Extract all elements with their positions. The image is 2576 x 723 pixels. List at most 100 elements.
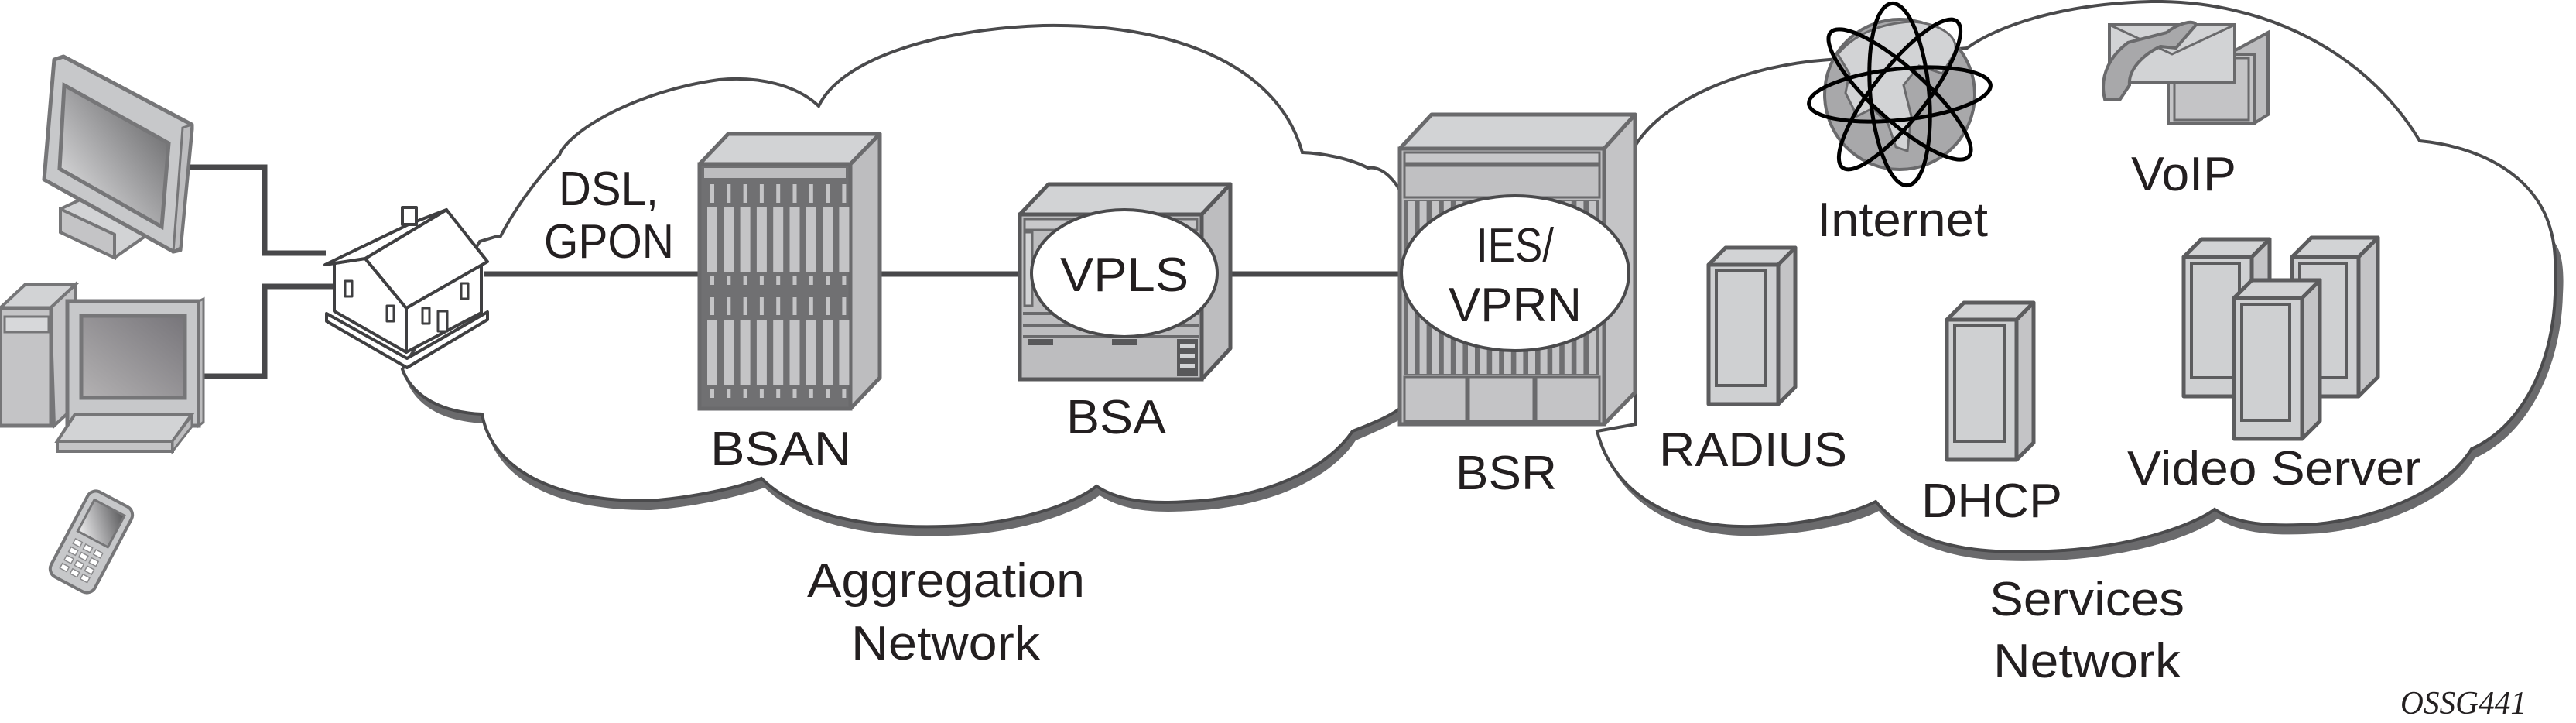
server-panel bbox=[2240, 303, 2291, 422]
server-panel bbox=[1715, 269, 1767, 387]
bsan-slot bbox=[792, 184, 797, 203]
bsan-slot bbox=[727, 297, 731, 315]
house-icon bbox=[323, 206, 489, 369]
pc-monitor-screen bbox=[79, 314, 187, 400]
link-monitor-house bbox=[190, 164, 326, 256]
bsan-slot bbox=[707, 320, 717, 385]
bsan-slot bbox=[776, 389, 781, 398]
bsan-slot bbox=[773, 320, 784, 385]
voip-handset bbox=[2102, 20, 2198, 101]
bsan-slot bbox=[776, 276, 781, 285]
bsan-slot bbox=[826, 389, 830, 398]
radius-label: RADIUS bbox=[1659, 423, 1847, 477]
aggregation-network-cloud bbox=[400, 23, 1404, 536]
bsan-slot bbox=[756, 320, 767, 385]
bsan-slot bbox=[809, 389, 813, 398]
bsan-slot bbox=[710, 389, 714, 398]
bsan-slot bbox=[789, 207, 800, 272]
bsan-slot bbox=[839, 207, 850, 272]
globe-orbit-vertical bbox=[1867, 1, 1932, 188]
services-network-label-line1: Services bbox=[1989, 573, 2184, 626]
bsan-slot bbox=[776, 184, 781, 203]
globe-continents bbox=[1836, 20, 1957, 153]
globe-icon bbox=[1807, 1, 1993, 188]
globe-orbit-diag1 bbox=[1836, 17, 1963, 172]
vpls-service-ellipse bbox=[1030, 208, 1219, 338]
bsan-slot bbox=[740, 207, 751, 272]
house-chimney bbox=[401, 206, 418, 226]
figure-id-label: OSSG441 bbox=[2400, 686, 2526, 721]
link-pc-house bbox=[204, 283, 335, 379]
bsan-slot bbox=[806, 320, 816, 385]
bsan-slot bbox=[792, 389, 797, 398]
services-network-label-line2: Network bbox=[1993, 635, 2181, 688]
bsr-top bbox=[1397, 112, 1637, 151]
mobile-phone-icon bbox=[48, 489, 135, 595]
monitor-icon bbox=[42, 54, 194, 261]
radius-server-icon bbox=[1706, 245, 1798, 406]
access-technology-label-line1: DSL, bbox=[559, 163, 659, 216]
bsan-slot bbox=[809, 297, 813, 315]
dhcp-server-icon bbox=[1945, 300, 2036, 462]
bsan-slot bbox=[776, 297, 781, 315]
ies-label: IES/ bbox=[1476, 219, 1555, 272]
bsan-slot bbox=[809, 184, 813, 203]
bsan-slot bbox=[756, 207, 767, 272]
globe-orbit-diag2 bbox=[1826, 27, 1973, 162]
bsan-slots bbox=[707, 184, 850, 398]
vpls-label: VPLS bbox=[1060, 248, 1189, 302]
ies-vprn-service-ellipse bbox=[1400, 194, 1630, 352]
aggregation-network-label-line2: Network bbox=[851, 617, 1041, 670]
bsan-slot bbox=[743, 276, 747, 285]
bsan-slot bbox=[806, 207, 816, 272]
access-technology-label-line2: GPON bbox=[544, 215, 674, 269]
bsa-label: BSA bbox=[1066, 391, 1167, 444]
bsan-slot bbox=[759, 389, 764, 398]
house-door bbox=[436, 310, 449, 333]
bsan-slot bbox=[842, 184, 847, 203]
bsan-slot bbox=[724, 320, 734, 385]
bsan-slot bbox=[710, 184, 714, 203]
server-side bbox=[2014, 300, 2036, 462]
bsan-slot bbox=[792, 297, 797, 315]
bsan-slot bbox=[743, 389, 747, 398]
globe-orbit-horizontal bbox=[1807, 65, 1993, 124]
connections bbox=[190, 164, 1401, 379]
bsan-slot bbox=[842, 297, 847, 315]
bsan-slot bbox=[727, 276, 731, 285]
bsan-slot bbox=[740, 320, 751, 385]
desktop-computer-icon bbox=[0, 281, 205, 455]
bsa-device-icon: VPLS bbox=[1018, 182, 1233, 382]
server-panel bbox=[1953, 324, 2006, 443]
pc-keyboard bbox=[54, 413, 195, 443]
bsan-slot bbox=[823, 320, 833, 385]
bsan-slot bbox=[759, 184, 764, 203]
pc-drive-bay bbox=[3, 315, 50, 334]
bsan-label: BSAN bbox=[710, 423, 851, 476]
bsan-slot bbox=[743, 297, 747, 315]
bsan-device-icon bbox=[697, 132, 882, 411]
bsan-slot bbox=[759, 297, 764, 315]
server-side bbox=[2356, 235, 2380, 399]
house-base bbox=[325, 310, 489, 369]
internet-label: Internet bbox=[1817, 194, 1988, 247]
video-server-icon-front bbox=[2232, 278, 2322, 441]
bsr-device-icon: IES/ VPRN bbox=[1397, 112, 1637, 427]
bsan-slot bbox=[759, 276, 764, 285]
bsan-slot bbox=[743, 184, 747, 203]
bsan-slot bbox=[823, 207, 833, 272]
video-server-label: Video Server bbox=[2127, 442, 2421, 495]
bsan-slot bbox=[826, 276, 830, 285]
bsr-label: BSR bbox=[1456, 447, 1557, 500]
bsan-slot bbox=[842, 276, 847, 285]
bsan-slot bbox=[792, 276, 797, 285]
vprn-label: VPRN bbox=[1449, 279, 1582, 332]
bsan-slot bbox=[809, 276, 813, 285]
bsan-slot bbox=[707, 207, 717, 272]
bsan-slot bbox=[773, 207, 784, 272]
bsan-side bbox=[848, 132, 882, 411]
bsan-slot bbox=[710, 297, 714, 315]
bsan-slot bbox=[727, 184, 731, 203]
monitor-screen bbox=[57, 81, 171, 231]
